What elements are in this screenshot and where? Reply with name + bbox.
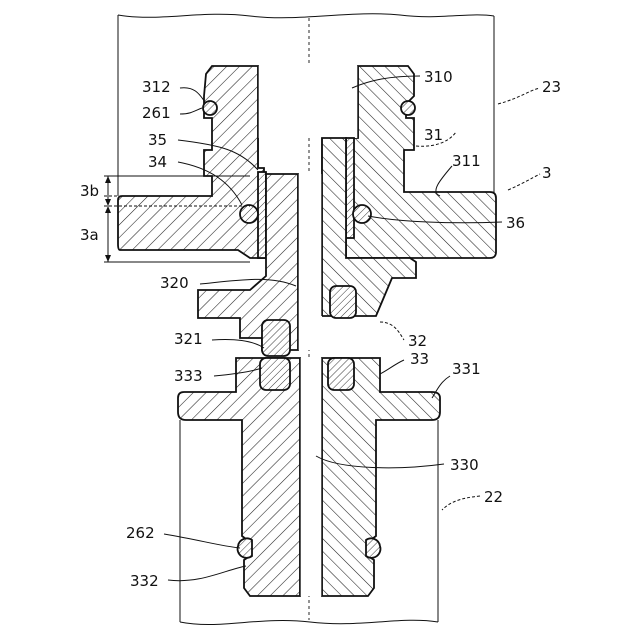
label-31: 31 [424, 126, 443, 144]
label-33: 33 [410, 350, 429, 368]
body-33-left [178, 358, 300, 596]
label-310: 310 [424, 68, 453, 86]
label-23: 23 [542, 78, 561, 96]
label-312: 312 [142, 78, 171, 96]
label-333: 333 [174, 367, 203, 385]
label-262: 262 [126, 524, 155, 542]
ring-block-right [330, 286, 356, 318]
label-261: 261 [142, 104, 171, 122]
o-ring-36 [353, 205, 371, 223]
seal-35-right [346, 138, 354, 238]
ring-333-right [328, 358, 354, 390]
ring-333-left [260, 358, 290, 390]
label-332: 332 [130, 572, 159, 590]
label-321: 321 [174, 330, 203, 348]
label-320: 320 [160, 274, 189, 292]
o-ring-262-right [366, 538, 380, 557]
seal-35-left [258, 172, 266, 258]
label-32: 32 [408, 332, 427, 350]
label-3b: 3b [80, 182, 99, 200]
o-ring-261-left [203, 101, 217, 115]
label-36: 36 [506, 214, 525, 232]
label-331: 331 [452, 360, 481, 378]
plug-31-left [118, 66, 264, 258]
ring-321-left [262, 320, 290, 356]
label-3: 3 [542, 164, 552, 182]
o-ring-261-right [401, 101, 415, 115]
label-330: 330 [450, 456, 479, 474]
body-33-right [322, 358, 440, 596]
label-311: 311 [452, 152, 481, 170]
label-34: 34 [148, 153, 167, 171]
label-22: 22 [484, 488, 503, 506]
o-ring-34 [240, 205, 258, 223]
label-3a: 3a [80, 226, 99, 244]
label-35: 35 [148, 131, 167, 149]
